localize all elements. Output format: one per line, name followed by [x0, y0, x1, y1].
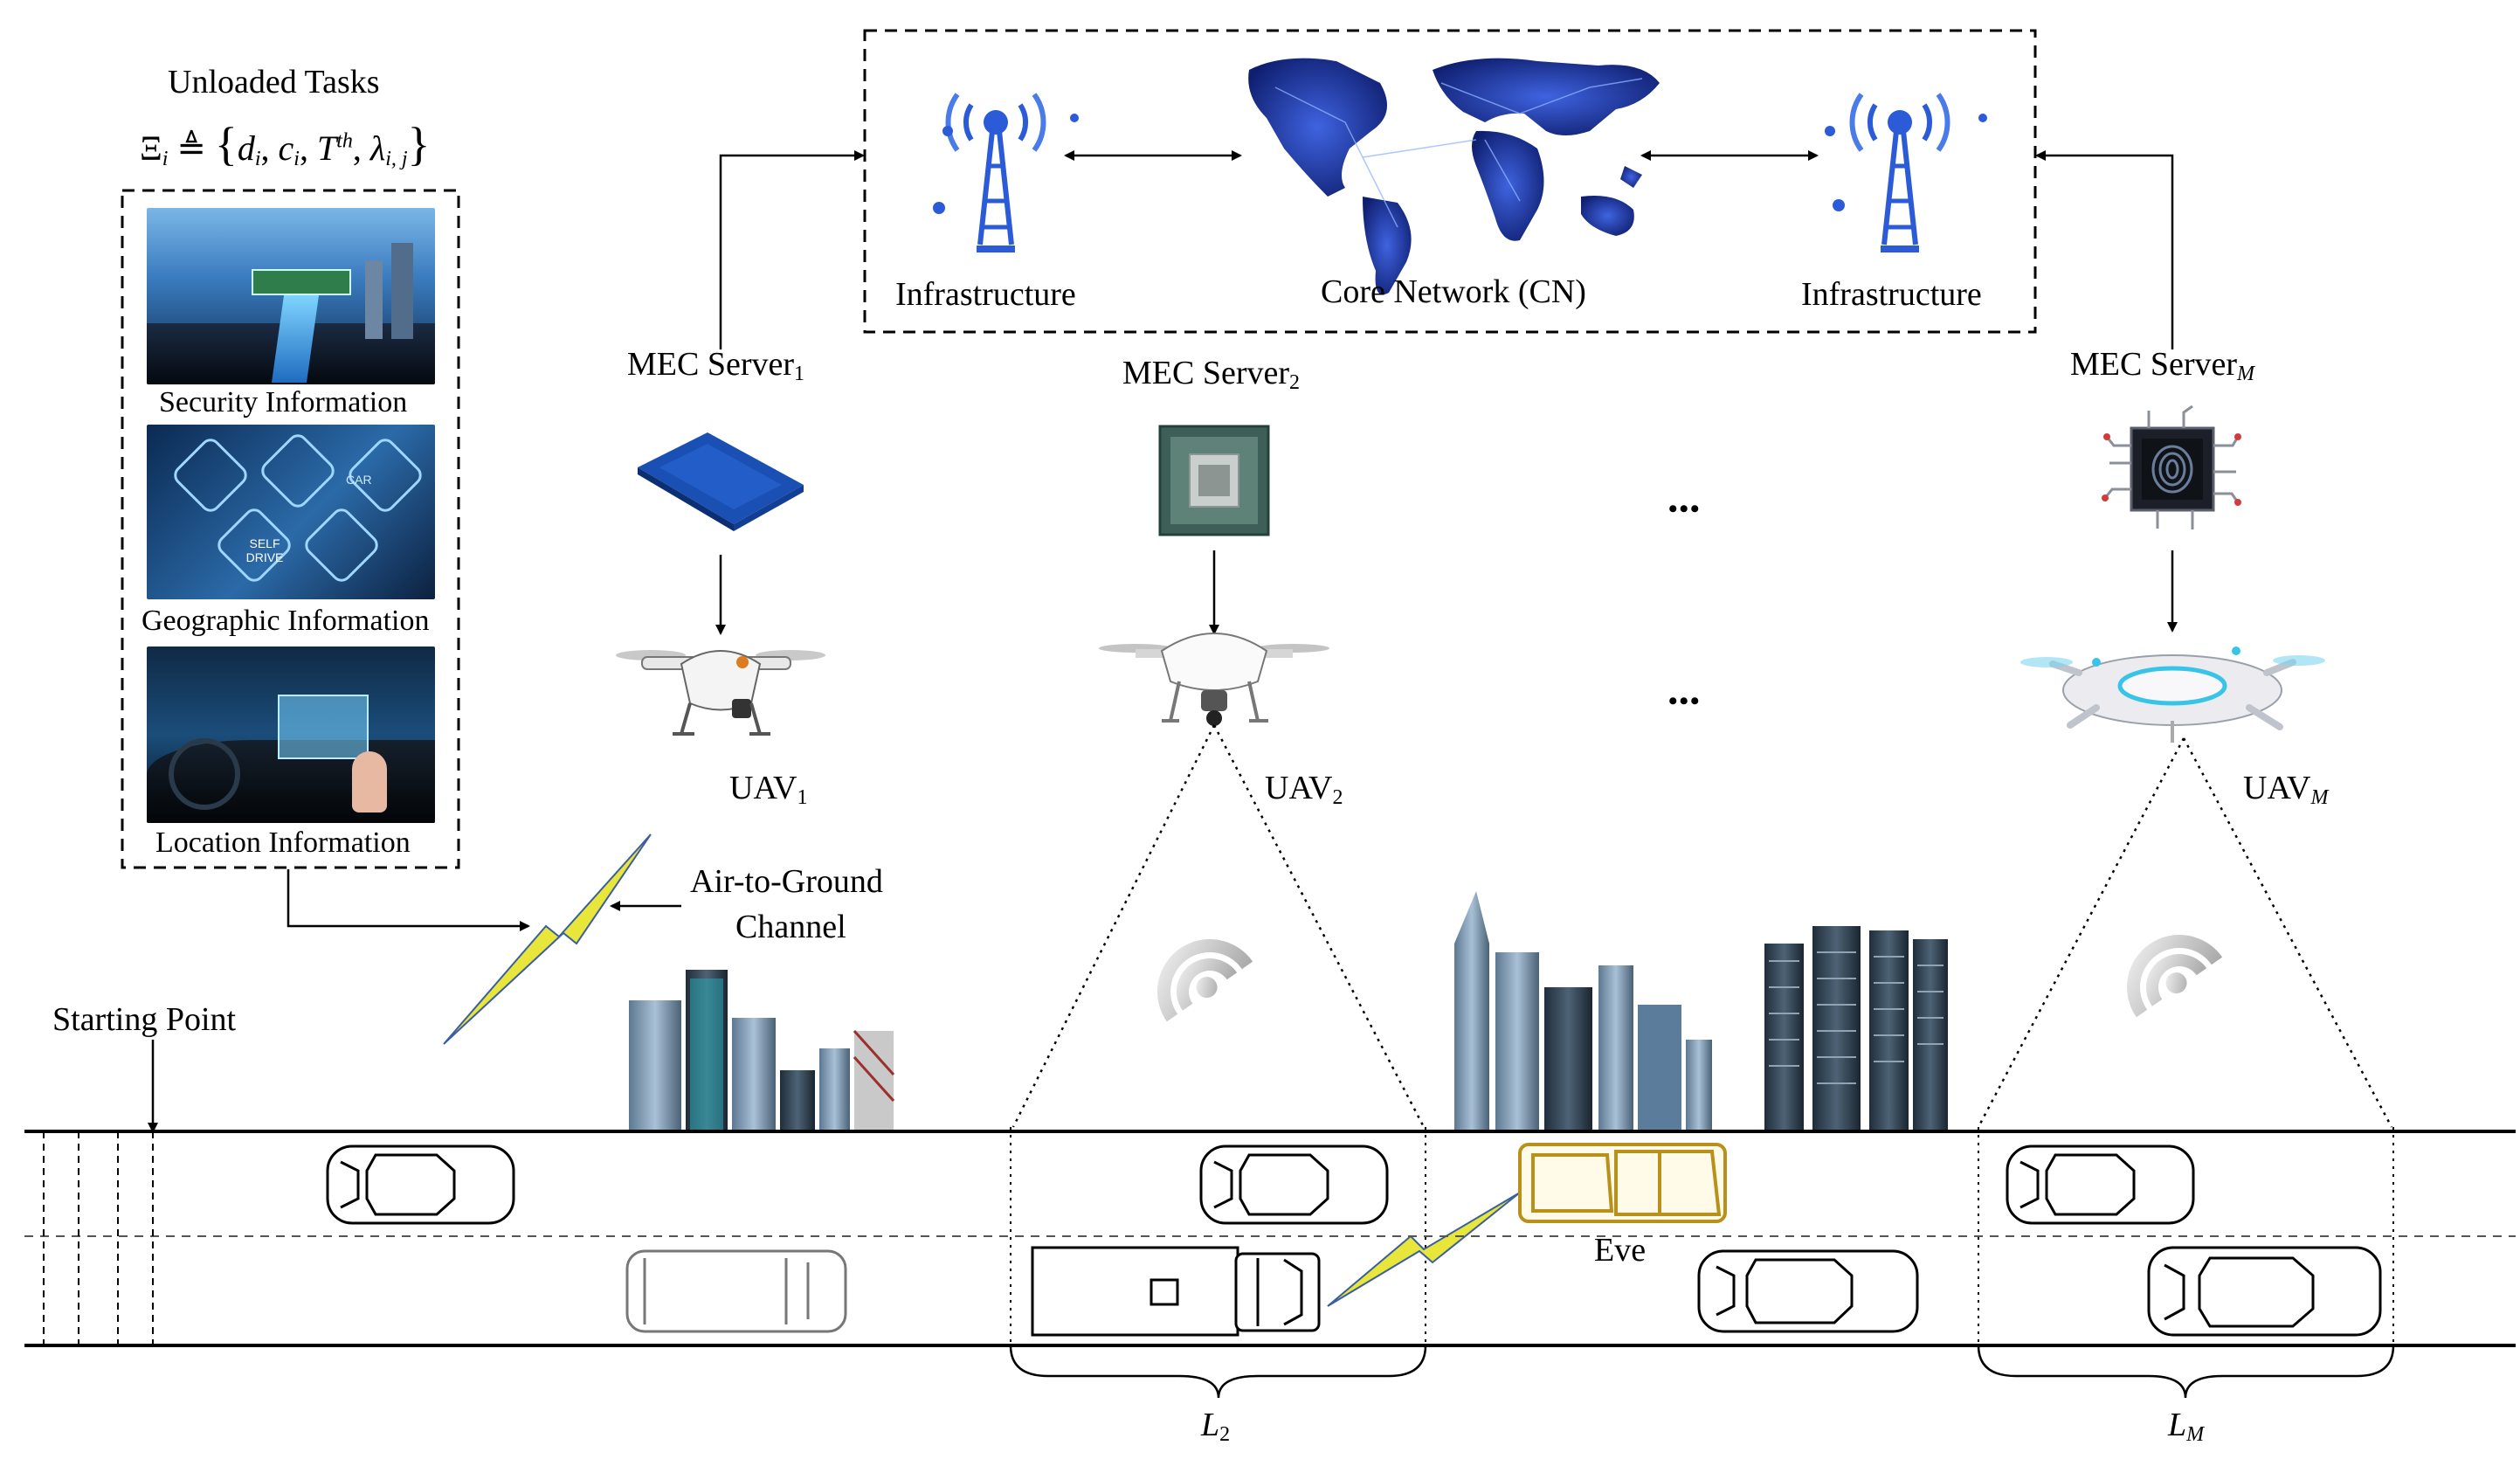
car-lane1-m [2006, 1144, 2195, 1225]
infrastructure-left-label: Infrastructure [895, 276, 1076, 313]
coverage-brace-m [1977, 1345, 2395, 1399]
city-right-icon [1764, 926, 1948, 1131]
security-info-label: Security Information [159, 386, 408, 418]
uav-2-label: UAV2 [1265, 770, 1343, 809]
city-left-icon [629, 970, 895, 1131]
starting-point-label: Starting Point [52, 1001, 237, 1038]
ellipsis-uavs: ••• [1668, 687, 1702, 716]
ellipsis-servers: ••• [1668, 494, 1702, 523]
eve-car [1518, 1143, 1727, 1223]
coverage-cone-2-lines [1011, 724, 1426, 1128]
uav-2-icon [1099, 633, 1329, 726]
car-lane1-1 [326, 1144, 515, 1225]
tower-left-icon [933, 93, 1079, 252]
city-middle-icon [1454, 891, 1712, 1131]
formula-item-c: c [278, 128, 294, 168]
truck-lane2 [1031, 1246, 1321, 1337]
geographic-info-image: CAR SELF DRIVE [147, 425, 435, 599]
wifi-symbol-2-icon [1157, 939, 1253, 1022]
uav-m-label: UAVM [2243, 770, 2329, 809]
world-map-grid-decoration [1274, 78, 1643, 228]
core-network-label: Core Network (CN) [1321, 273, 1586, 310]
uav-1-icon [616, 650, 825, 736]
mec-server-2-icon [1158, 425, 1270, 536]
coverage-lm-label: LM [2168, 1407, 2205, 1446]
core-network-box [863, 29, 2037, 334]
mec-server-m-icon [2102, 405, 2241, 529]
car-lane1-2 [1199, 1144, 1389, 1225]
van-lane2 [625, 1249, 847, 1333]
formula-item-t: T [316, 128, 337, 168]
task-formula: Ξi ≜ {di, ci, Tth, λi, j} [140, 118, 431, 170]
wifi-symbol-m-icon [2127, 935, 2223, 1018]
uav-1-label: UAV1 [729, 770, 808, 809]
mec-server-1-label: MEC Server1 [627, 346, 805, 385]
security-info-image [147, 208, 435, 384]
car-lane2-2 [1697, 1249, 1919, 1333]
infrastructure-right-label: Infrastructure [1801, 276, 1982, 313]
formula-item-lambda: λ [369, 128, 386, 168]
mec-server-2-label: MEC Server2 [1122, 355, 1301, 394]
coverage-l2-label: L2 [1201, 1407, 1231, 1446]
formula-lhs: Ξ [140, 128, 162, 168]
car-tag: CAR [346, 473, 372, 487]
tower-right-icon [1825, 93, 1987, 252]
uav-m-icon [2020, 647, 2325, 743]
mec-server-m-label: MEC ServerM [2070, 346, 2255, 385]
tasks-box [121, 189, 460, 869]
coverage-cone-m-lines [1977, 737, 2393, 1128]
formula-def: ≜ [176, 128, 206, 168]
unloaded-tasks-title: Unloaded Tasks [168, 64, 380, 100]
formula-item-d: d [237, 128, 255, 168]
eve-label: Eve [1594, 1232, 1647, 1269]
location-info-image [147, 647, 435, 823]
car-lane2-m [2147, 1246, 2382, 1337]
coverage-brace-2 [1009, 1345, 1427, 1399]
geographic-info-label: Geographic Information [142, 605, 430, 637]
formula-lhs-sub: i [162, 148, 169, 170]
location-info-label: Location Information [155, 826, 411, 859]
channel-label-line2: Channel [735, 909, 846, 945]
mec-server-1-icon [638, 432, 804, 531]
air-to-ground-lightning-icon [443, 833, 652, 1045]
world-map-icon [1248, 58, 1660, 295]
self-drive-tag: SELF DRIVE [245, 536, 284, 564]
channel-label-line1: Air-to-Ground [690, 863, 883, 900]
